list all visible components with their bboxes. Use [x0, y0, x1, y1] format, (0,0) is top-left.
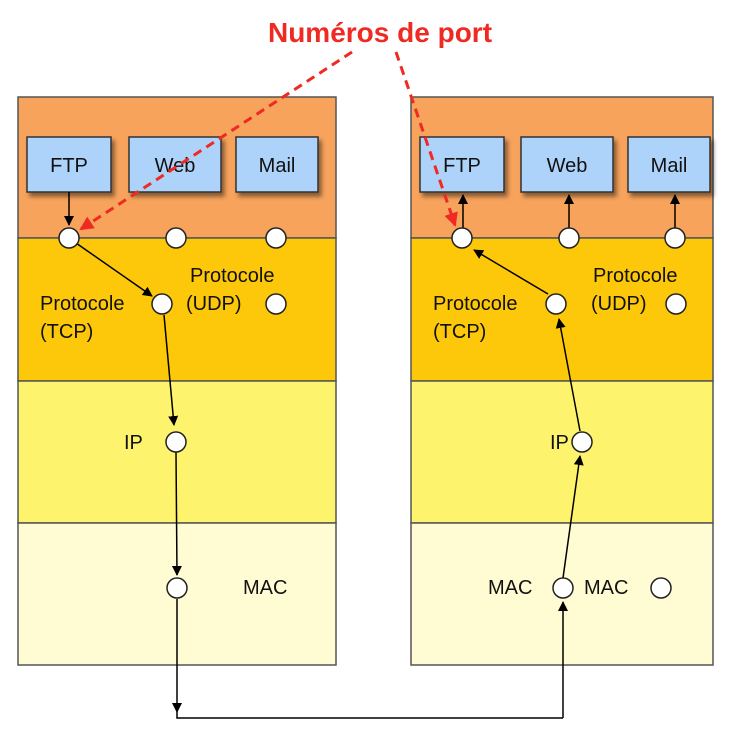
left-udp-circle — [265, 293, 287, 315]
right-udp-label-1: Protocole — [593, 265, 678, 287]
left-ip-circle — [165, 431, 187, 453]
right-ftp-box: FTP — [419, 136, 505, 193]
right-mac-circle-2 — [650, 577, 672, 599]
left-arrow-port-to-tcp — [75, 242, 153, 297]
right-stack: FTP Web Mail Protocole (UDP) Protocole (… — [410, 96, 714, 718]
left-mail-box: Mail — [235, 136, 319, 193]
right-udp-label-2: (UDP) — [591, 293, 647, 315]
right-arrow-ip-to-tcp — [555, 318, 581, 432]
left-mail-port-circle — [265, 227, 287, 249]
right-mail-port-circle — [664, 227, 686, 249]
right-tcp-circle — [545, 293, 567, 315]
port-arrow-left — [79, 50, 353, 231]
left-ftp-label: FTP — [50, 155, 88, 177]
left-udp-label-1: Protocole — [190, 265, 275, 287]
left-web-port-circle — [165, 227, 187, 249]
left-arrow-ip-to-mac — [171, 451, 182, 576]
port-arrow-right — [394, 51, 458, 227]
right-mac-label-1: MAC — [488, 577, 532, 599]
left-mac-label: MAC — [243, 577, 287, 599]
network-link — [176, 712, 563, 719]
right-tcp-label-1: Protocole — [433, 293, 518, 315]
right-ftp-label: FTP — [443, 155, 481, 177]
left-mail-label: Mail — [259, 155, 296, 177]
right-ip-label: IP — [550, 432, 569, 454]
right-ip-circle — [571, 431, 593, 453]
left-ftp-box: FTP — [26, 136, 112, 193]
right-arrow-tcp-to-port — [473, 249, 549, 295]
left-ip-label: IP — [124, 432, 143, 454]
right-mac-label-2: MAC — [584, 577, 628, 599]
left-tcp-label-1: Protocole — [40, 293, 125, 315]
right-web-port-circle — [558, 227, 580, 249]
left-arrow-tcp-to-ip — [163, 314, 179, 426]
left-tcp-circle — [151, 293, 173, 315]
title: Numéros de port — [268, 17, 492, 48]
right-mail-label: Mail — [651, 155, 688, 177]
right-ftp-port-circle — [451, 227, 473, 249]
left-tcp-label-2: (TCP) — [40, 321, 93, 343]
right-mail-box: Mail — [627, 136, 711, 193]
right-web-label: Web — [547, 155, 588, 177]
right-arrow-mac-to-ip — [562, 455, 584, 579]
left-ftp-port-circle — [58, 227, 80, 249]
left-udp-label-2: (UDP) — [186, 293, 242, 315]
right-tcp-label-2: (TCP) — [433, 321, 486, 343]
right-udp-circle — [665, 293, 687, 315]
right-web-box: Web — [520, 136, 614, 193]
left-mac-circle — [166, 577, 188, 599]
right-ip-layer — [410, 380, 714, 524]
left-stack: FTP Web Mail Protocole (UDP) Protocole (… — [17, 96, 337, 713]
right-mac-circle-1 — [552, 577, 574, 599]
